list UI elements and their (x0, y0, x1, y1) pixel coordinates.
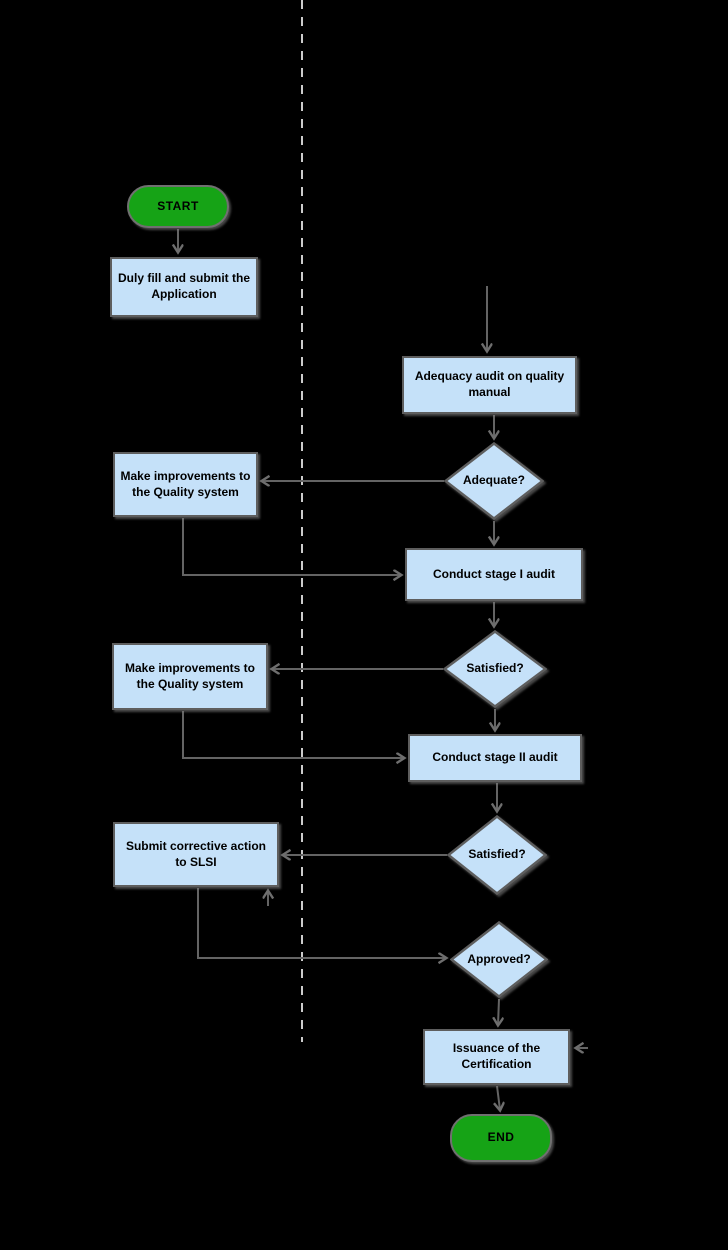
process-corrective-action: Submit corrective action to SLSI (113, 822, 279, 887)
diamond-shape (444, 442, 544, 520)
process-apply-label: Duly fill and submit the Application (117, 271, 250, 301)
decision-adequate-label: Adequate? (462, 473, 525, 488)
process-issuance-label: Issuance of the Certification (452, 1041, 541, 1071)
diamond-shape (447, 815, 547, 895)
process-issuance: Issuance of the Certification (423, 1029, 570, 1085)
process-improve-quality-2-label: Make improvements to the Quality system (124, 660, 256, 691)
decision-adequate: Adequate? (444, 442, 544, 520)
decision-satisfied-2-label: Satisfied? (468, 847, 526, 862)
decision-satisfied-1-label: Satisfied? (466, 661, 524, 676)
end-terminator: END (450, 1114, 552, 1162)
process-adequacy-audit: Adequacy audit on quality manual (402, 356, 577, 414)
diamond-shape (450, 921, 548, 998)
diamond-shape (443, 630, 547, 708)
process-adequacy-audit-label: Adequacy audit on quality manual (414, 369, 565, 399)
process-improve-quality-1-label: Make improvements to the Quality system (120, 468, 251, 499)
process-apply: Duly fill and submit the Application (110, 257, 258, 317)
edge-improve1-to-stage1 (182, 518, 401, 575)
process-stage2-audit-label: Conduct stage II audit (432, 750, 558, 765)
process-stage2-audit: Conduct stage II audit (408, 734, 582, 782)
end-label: END (487, 1130, 515, 1145)
process-stage1-audit-label: Conduct stage I audit (432, 566, 555, 581)
decision-satisfied-1: Satisfied? (443, 630, 547, 708)
start-label: START (157, 198, 199, 213)
edge-corrective-to-approved (197, 888, 446, 958)
decision-satisfied-2: Satisfied? (447, 815, 547, 895)
edge-improve2-to-stage2 (182, 711, 404, 758)
edge-issuance-to-end (497, 1085, 500, 1110)
process-improve-quality-1: Make improvements to the Quality system (113, 452, 258, 517)
decision-approved-label: Approved? (467, 951, 531, 966)
decision-approved: Approved? (450, 921, 548, 998)
process-corrective-action-label: Submit corrective action to SLSI (125, 838, 267, 869)
start-terminator: START (127, 185, 229, 228)
edge-approved-to-issuance (498, 998, 499, 1025)
process-stage1-audit: Conduct stage I audit (405, 548, 583, 601)
process-improve-quality-2: Make improvements to the Quality system (112, 643, 268, 710)
